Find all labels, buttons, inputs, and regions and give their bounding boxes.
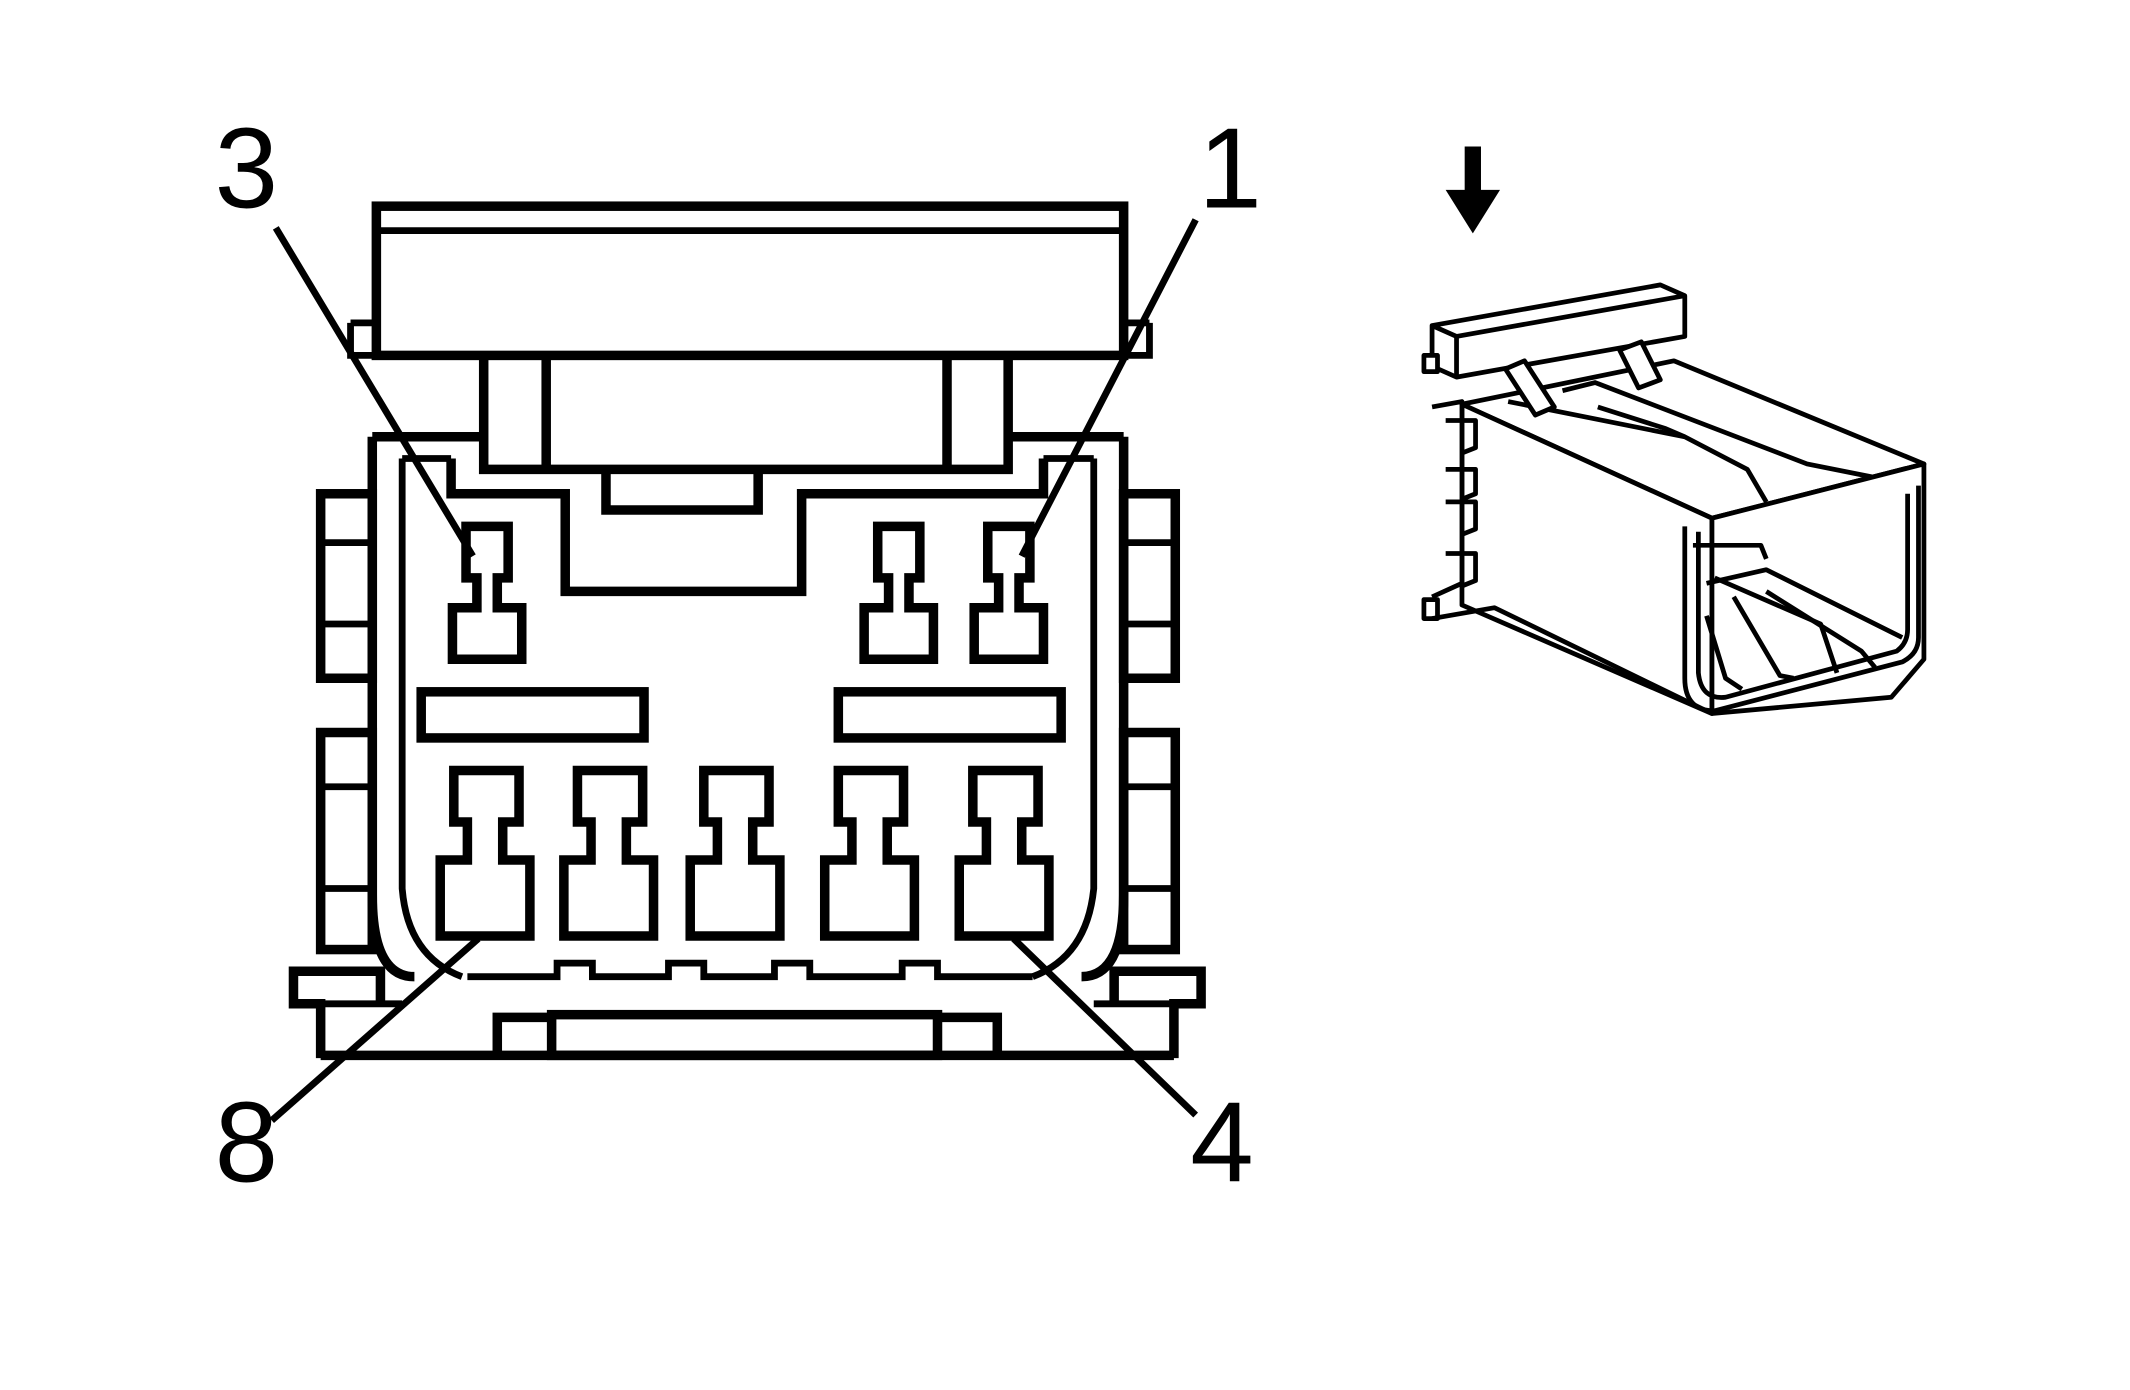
connector-isometric-icon [1421,146,1927,716]
pin-label-1: 1 [1198,106,1261,233]
connector-body [288,432,1206,1061]
top-terminal-row [447,521,1049,665]
leader-line-4 [1011,936,1199,1118]
terminal-cavity-8 [435,765,535,941]
terminal-cavity-3 [447,521,527,665]
leader-lines [269,218,1199,1124]
terminal-cavity-7 [559,765,659,941]
terminal-cavity-2 [859,521,939,665]
terminal-cavity-6 [685,765,785,941]
top-latch [347,201,1153,515]
pin-label-4: 4 [1190,1080,1253,1207]
pin-label-8: 8 [215,1080,278,1207]
terminal-cavity-5 [819,765,920,941]
terminal-cavity-4 [954,765,1054,941]
connector-front-view: 3 1 8 4 [215,106,1262,1207]
pin-label-3: 3 [215,106,278,233]
leader-line-1 [1018,218,1199,558]
leader-line-8 [269,936,481,1124]
leader-line-3 [272,226,476,558]
down-arrow-icon [1445,146,1501,234]
bottom-terminal-row [435,765,1054,941]
terminal-cavity-1 [969,521,1049,665]
